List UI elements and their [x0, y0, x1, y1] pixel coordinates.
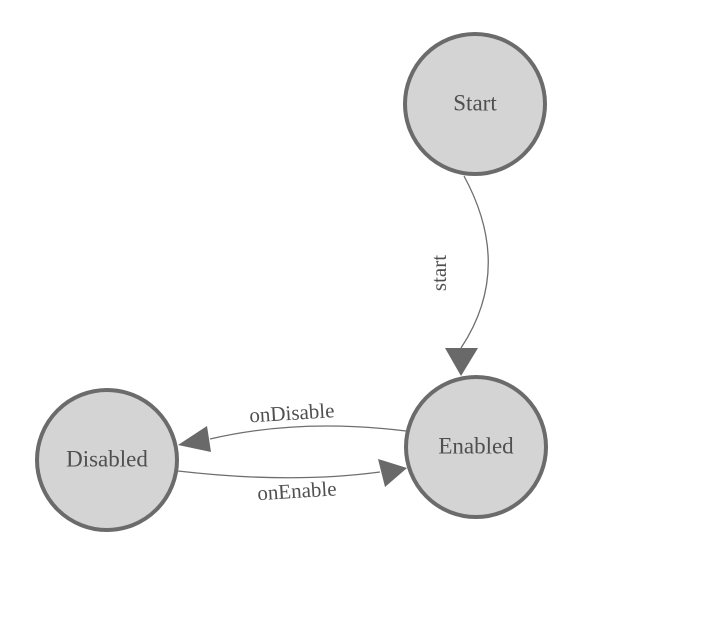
- state-node-start[interactable]: Start: [403, 32, 547, 176]
- start-node-circle[interactable]: [403, 32, 547, 176]
- enabled-node-label: Enabled: [438, 433, 514, 458]
- edge-label-onenable: onEnable: [257, 476, 338, 505]
- edge-label-ondisable: onDisable: [249, 398, 335, 427]
- edge-ondisable-line: [209, 425, 407, 440]
- arrowhead-into-enabled-icon: [445, 348, 478, 376]
- edge-disabled-to-enabled: onEnable: [177, 459, 407, 505]
- disabled-node-circle[interactable]: [35, 388, 179, 532]
- edge-label-start: start: [427, 255, 451, 291]
- enabled-node-circle[interactable]: [404, 375, 548, 519]
- edge-onenable-line: [177, 470, 381, 479]
- disabled-node-label: Disabled: [66, 446, 148, 471]
- edge-start-line: [460, 175, 489, 349]
- state-node-disabled[interactable]: Disabled: [35, 388, 179, 532]
- edge-start-to-enabled: start: [427, 175, 489, 376]
- arrowhead-into-disabled-icon: [178, 426, 211, 452]
- edge-enabled-to-disabled: onDisable: [178, 398, 407, 452]
- start-node-label: Start: [453, 90, 497, 115]
- arrowhead-into-enabled-lower-icon: [378, 459, 407, 487]
- state-node-enabled[interactable]: Enabled: [404, 375, 548, 519]
